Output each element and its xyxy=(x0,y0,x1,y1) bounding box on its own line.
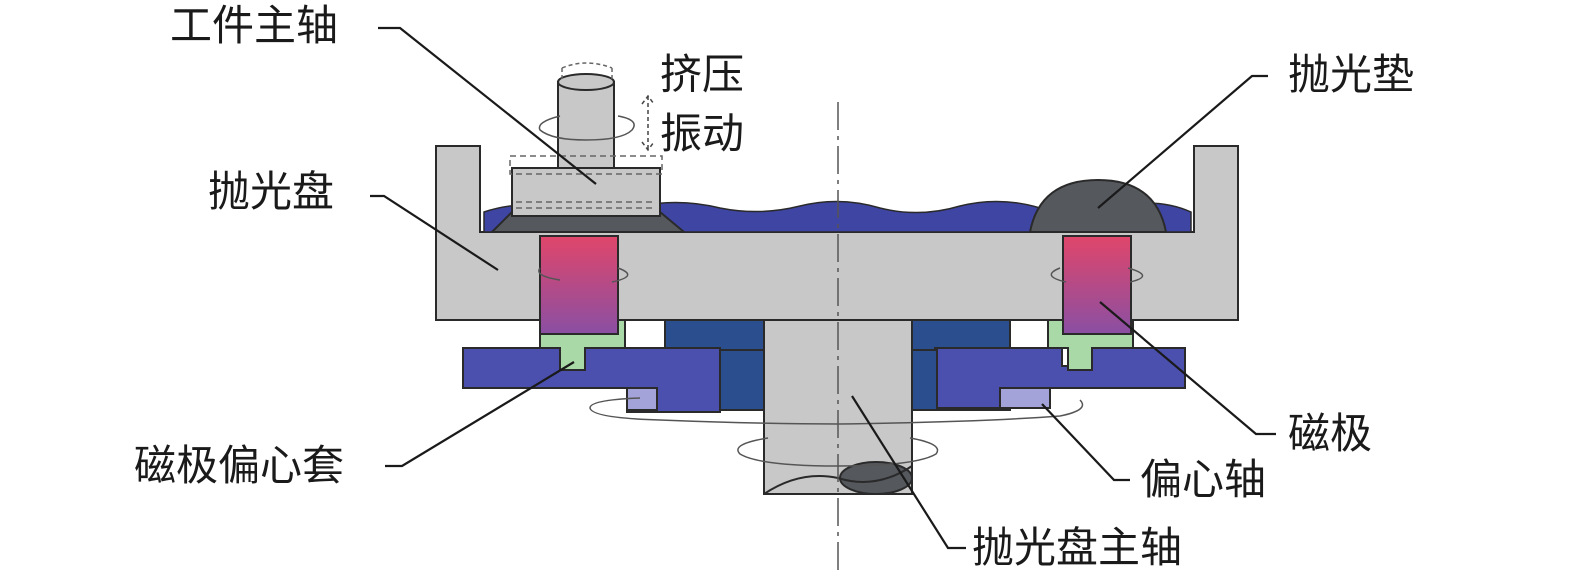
label-disc-spindle: 抛光盘主轴 xyxy=(972,523,1182,572)
inner-block-right xyxy=(911,349,938,411)
magnetic-pole-left xyxy=(539,235,619,335)
eccentric-plate-left xyxy=(462,347,721,413)
spindle-end-section xyxy=(839,461,913,495)
label-eccentric-shaft: 偏心轴 xyxy=(1140,455,1266,504)
leader-disc-spindle xyxy=(851,395,966,550)
leader-polishing-disc xyxy=(370,194,499,271)
polishing-disc-shape xyxy=(435,145,1239,321)
leader-polishing-pad xyxy=(1097,74,1268,209)
label-squeeze: 挤压 xyxy=(660,50,744,99)
inner-block-left xyxy=(719,349,766,411)
vibration-ghost-top xyxy=(561,62,613,82)
polishing-pad-shape xyxy=(1028,178,1168,233)
label-polishing-pad: 抛光垫 xyxy=(1288,50,1414,99)
leader-magnetic-pole xyxy=(1099,301,1276,436)
workpiece-spindle-end xyxy=(557,73,615,91)
leader-eccentric-shaft xyxy=(1041,403,1130,482)
magnetic-pole-right xyxy=(1062,235,1132,335)
leader-workpiece-spindle xyxy=(378,26,597,185)
eccentric-plate-right xyxy=(934,347,1186,409)
label-workpiece-spindle: 工件主轴 xyxy=(170,1,338,50)
eccentric-shaft-piece-right xyxy=(999,387,1051,409)
leader-eccentric-sleeve xyxy=(385,361,575,468)
vibration-arrow xyxy=(641,94,655,152)
label-vibration: 振动 xyxy=(660,109,744,158)
label-eccentric-sleeve: 磁极偏心套 xyxy=(134,441,344,490)
label-polishing-disc: 抛光盘 xyxy=(208,167,334,216)
leader-lines xyxy=(370,26,1276,550)
workpiece-spindle-shaft xyxy=(557,81,615,169)
label-magnetic-pole: 磁极 xyxy=(1288,409,1372,458)
vibration-ghost-upper xyxy=(509,155,663,175)
